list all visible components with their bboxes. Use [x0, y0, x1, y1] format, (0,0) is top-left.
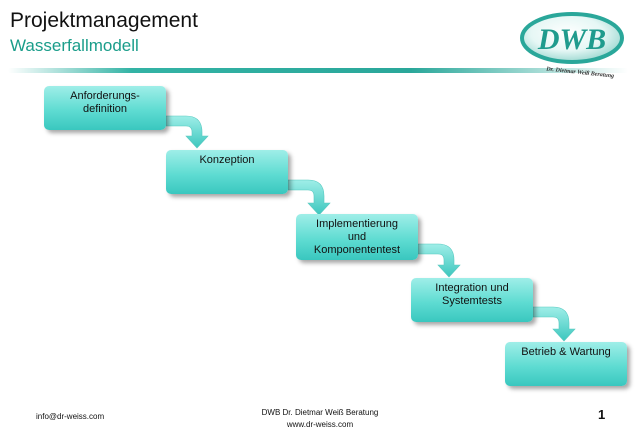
footer-website: www.dr-weiss.com	[286, 420, 354, 429]
step-konzeption: Konzeption	[166, 150, 288, 194]
slide-title: Projektmanagement	[10, 9, 198, 32]
footer-email: info@dr-weiss.com	[36, 412, 105, 421]
page-number: 1	[598, 407, 606, 422]
slide-subtitle: Wasserfallmodell	[10, 36, 139, 55]
step-anforderungsdefinition: Anforderungs- definition	[44, 86, 166, 130]
dwb-logo: DWB Dr. Dietmar Weiß Beratung	[520, 12, 624, 80]
footer-company: DWB Dr. Dietmar Weiß Beratung	[261, 408, 379, 417]
header-rule	[8, 68, 628, 73]
step-implementierung: Implementierung und Komponententest	[296, 214, 418, 260]
logo-text: DWB	[537, 23, 606, 56]
arrow-2-3	[287, 179, 331, 216]
arrow-1-2	[165, 115, 209, 149]
step-betrieb-wartung: Betrieb & Wartung	[505, 342, 627, 386]
step-integration: Integration und Systemtests	[411, 278, 533, 322]
arrow-3-4	[417, 243, 461, 278]
arrow-4-5	[532, 306, 576, 342]
